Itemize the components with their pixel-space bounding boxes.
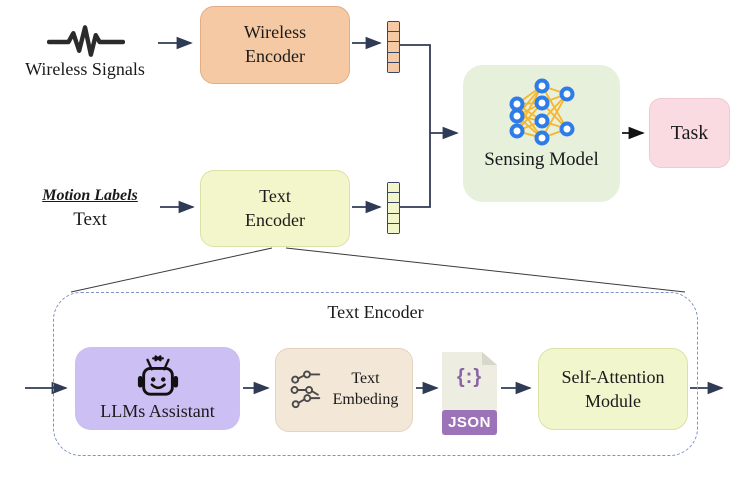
waveform-icon — [47, 25, 125, 57]
embedding-cell — [388, 62, 399, 73]
embedding-cell — [388, 213, 399, 224]
wireless-encoder-label-line2: Encoder — [245, 46, 305, 66]
llms-assistant-box: LLMs Assistant — [75, 347, 240, 430]
robot-icon — [137, 355, 178, 396]
embedding-cell — [388, 22, 399, 33]
circuit-nodes-icon — [290, 370, 320, 409]
expansion-line-right — [285, 247, 686, 293]
task-label: Task — [670, 121, 709, 144]
self-attention-box: Self-Attention Module — [538, 348, 688, 430]
json-banner-label: JSON — [442, 410, 497, 435]
text-encoder-detail-panel — [53, 292, 698, 456]
embedding-cell — [388, 42, 399, 53]
expansion-line-left — [70, 247, 273, 293]
embedding-cell — [388, 193, 399, 204]
wireless-embedding-vector — [387, 21, 400, 73]
detail-panel-title: Text Encoder — [327, 302, 424, 322]
text-embeding-box: Text Embeding — [275, 348, 413, 432]
sensing-model-box: Sensing Model — [463, 65, 620, 202]
wireless-signals-label: Wireless Signals — [25, 59, 145, 79]
self-attention-label-line2: Module — [585, 391, 641, 411]
neural-network-icon — [509, 78, 574, 146]
task-box: Task — [649, 98, 730, 168]
text-input-label: Text — [73, 209, 107, 230]
text-encoder-label-line2: Encoder — [245, 209, 305, 230]
self-attention-label-line1: Self-Attention — [561, 366, 665, 387]
text-encoder-box: Text Encoder — [200, 170, 350, 247]
json-braces-symbol: {:} — [456, 366, 483, 388]
connector-text-branch — [400, 133, 431, 208]
wireless-encoder-label-line1: Wireless — [243, 22, 307, 43]
embedding-cell — [388, 223, 399, 234]
connector-wireless-branch — [400, 44, 431, 133]
embedding-cell — [388, 183, 399, 194]
llms-assistant-label: LLMs Assistant — [100, 401, 215, 421]
text-embedding-vector — [387, 182, 400, 234]
text-embeding-label-line1: Text — [351, 370, 380, 388]
text-encoder-label-line1: Text — [259, 185, 291, 206]
sensing-model-label: Sensing Model — [484, 149, 599, 170]
embedding-cell — [388, 203, 399, 214]
wireless-encoder-box: Wireless Encoder — [200, 6, 350, 84]
text-embeding-label-line2: Embeding — [332, 391, 399, 408]
embedding-cell — [388, 52, 399, 63]
embedding-cell — [388, 32, 399, 43]
json-file-icon: {:} JSON — [442, 352, 497, 435]
motion-labels-label: Motion Labels — [42, 187, 138, 204]
